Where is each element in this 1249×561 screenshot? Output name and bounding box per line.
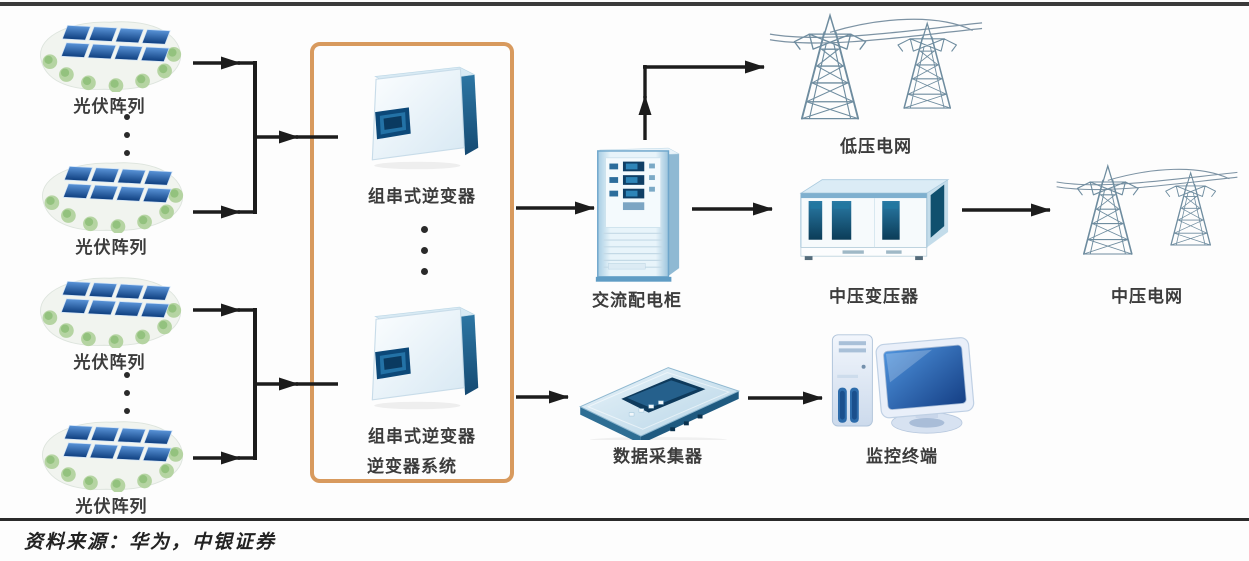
transmission-towers-icon bbox=[1055, 140, 1239, 280]
node-lv-grid: 低压电网 bbox=[762, 6, 990, 157]
data-collector-icon bbox=[572, 350, 744, 440]
pv-array-1-label: 光伏阵列 bbox=[73, 97, 146, 116]
pv-array-icon bbox=[25, 14, 195, 92]
repeat-dots bbox=[421, 226, 428, 275]
inverter-system-box bbox=[310, 42, 514, 483]
node-monitoring-terminal: 监控终端 bbox=[812, 330, 992, 467]
monitoring-terminal-label: 监控终端 bbox=[866, 447, 938, 466]
repeat-dots bbox=[124, 372, 130, 414]
pv-array-2-label: 光伏阵列 bbox=[75, 238, 148, 257]
lv-grid-label: 低压电网 bbox=[840, 137, 912, 156]
mv-transformer-label: 中压变压器 bbox=[829, 287, 919, 306]
transmission-towers-icon bbox=[768, 6, 984, 128]
repeat-dots bbox=[124, 114, 130, 156]
source-note: 资料来源：华为，中银证券 bbox=[24, 531, 277, 553]
pv-array-icon bbox=[27, 414, 197, 492]
pv-array-3-label: 光伏阵列 bbox=[73, 353, 146, 372]
node-pv-array-1: 光伏阵列 bbox=[22, 14, 197, 117]
top-divider bbox=[0, 2, 1249, 6]
string-inverter-icon bbox=[347, 292, 497, 414]
node-string-inverter-1: 组串式逆变器 bbox=[342, 52, 502, 207]
data-collector-label: 数据采集器 bbox=[613, 447, 703, 466]
pv-array-icon bbox=[27, 155, 197, 233]
inverter-system-label: 逆变器系统 bbox=[367, 457, 457, 476]
node-pv-array-2: 光伏阵列 bbox=[24, 155, 199, 258]
string-inverter-icon bbox=[347, 52, 497, 174]
mv-grid-label: 中压电网 bbox=[1111, 287, 1183, 306]
string-inverter-1-label: 组串式逆变器 bbox=[368, 187, 476, 206]
node-mv-grid: 中压电网 bbox=[1052, 140, 1242, 307]
node-mv-transformer: 中压变压器 bbox=[788, 170, 960, 307]
bottom-divider bbox=[0, 518, 1249, 521]
pv-array-4-label: 光伏阵列 bbox=[75, 497, 148, 516]
string-inverter-2-label: 组串式逆变器 bbox=[368, 427, 476, 446]
node-pv-array-3: 光伏阵列 bbox=[22, 270, 197, 373]
pv-array-icon bbox=[25, 270, 195, 348]
ac-cabinet-icon bbox=[591, 138, 683, 284]
node-pv-array-4: 光伏阵列 bbox=[24, 414, 199, 517]
computer-icon bbox=[817, 330, 987, 438]
node-string-inverter-2: 组串式逆变器 bbox=[342, 292, 502, 447]
ac-cabinet-label: 交流配电柜 bbox=[592, 291, 682, 310]
node-data-collector: 数据采集器 bbox=[570, 350, 746, 467]
node-ac-distribution-cabinet: 交流配电柜 bbox=[572, 138, 702, 311]
transformer-icon bbox=[789, 170, 959, 262]
